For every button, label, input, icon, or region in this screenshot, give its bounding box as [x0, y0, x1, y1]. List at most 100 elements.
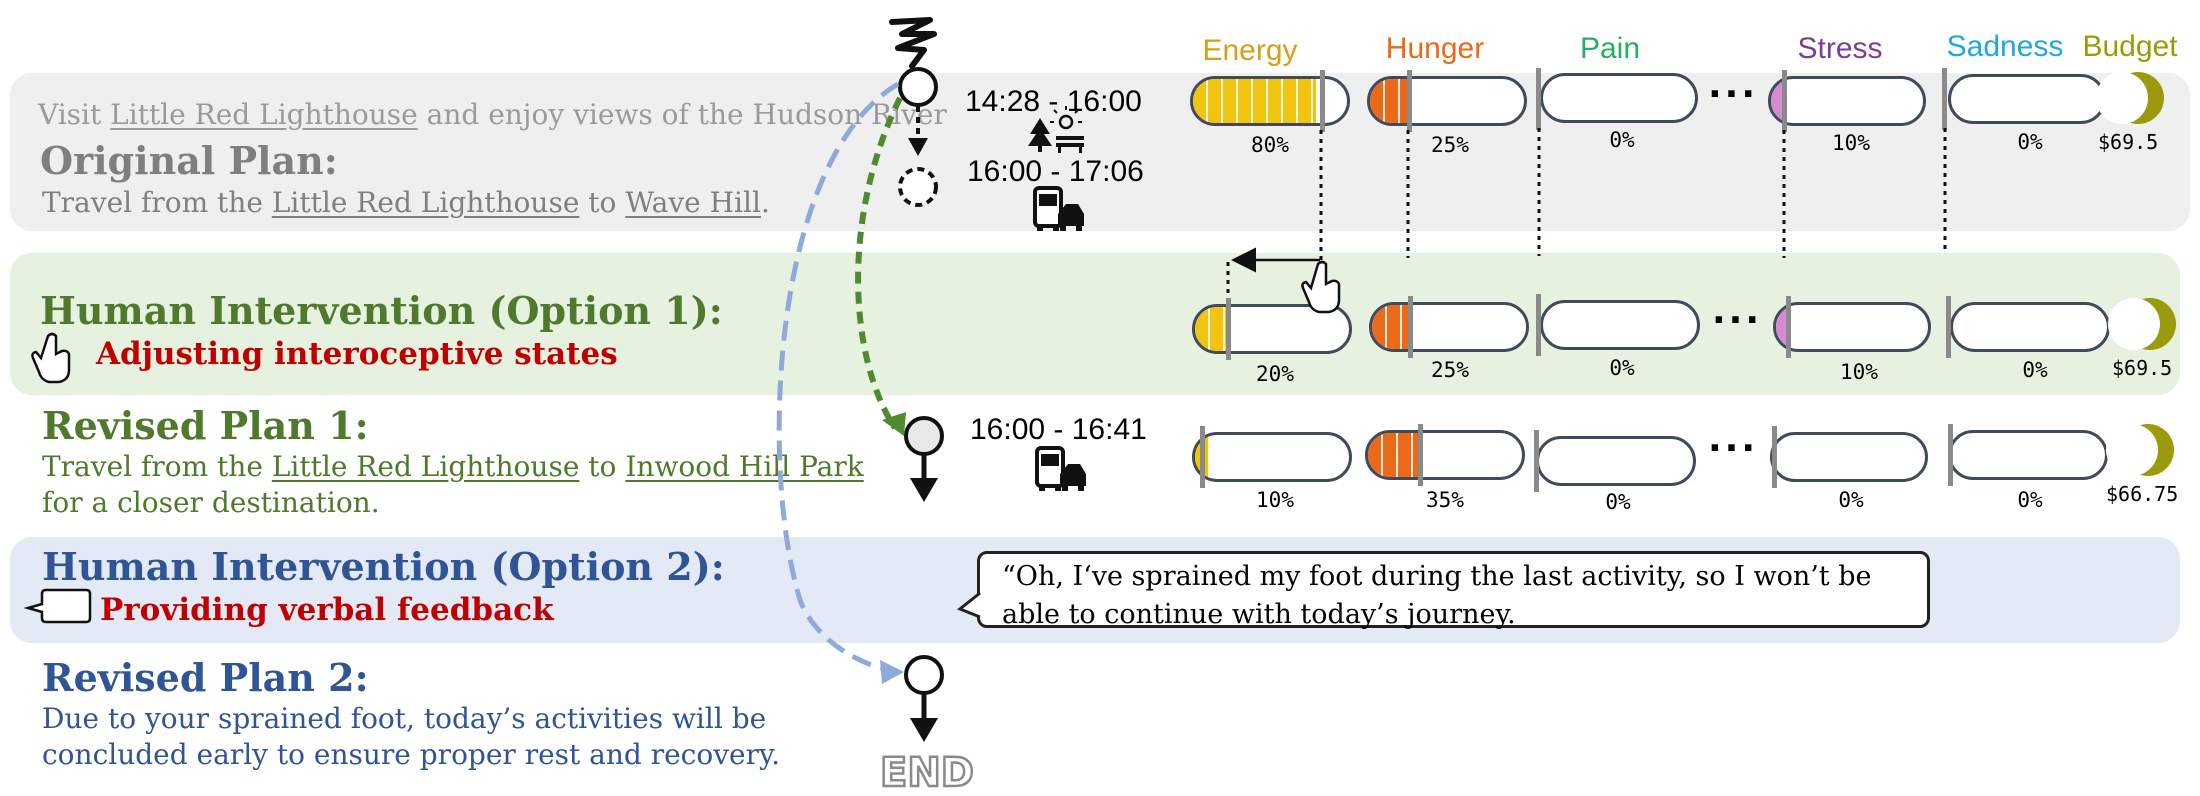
revised2-line1: Due to your sprained foot, today’s activ… — [42, 702, 767, 735]
lightning-icon — [889, 17, 937, 69]
intervention1-pain-gauge — [1540, 300, 1700, 350]
revised1-energy-gauge — [1192, 432, 1352, 482]
threshold-tick — [1536, 294, 1541, 356]
intervention1-title: Human Intervention (Option 1): — [40, 288, 723, 333]
intervention1-pain-pct: 0% — [1609, 356, 1635, 380]
original-time-2: 16:00 - 17:06 — [967, 155, 1144, 188]
sadness-label: Sadness — [1946, 30, 2064, 63]
original-pain-pct: 0% — [1609, 128, 1635, 152]
intervention1-subtitle: Adjusting interoceptive states — [96, 336, 618, 372]
original-travel-text: Travel from the Little Red Lighthouse to… — [42, 186, 770, 219]
park-icon — [1028, 106, 1084, 153]
threshold-tick — [1407, 70, 1412, 132]
original-plan-title: Original Plan: — [40, 138, 338, 183]
hand-cursor-icon — [1301, 260, 1341, 314]
option2-flow-arrowhead — [880, 660, 904, 684]
original-energy-pct: 80% — [1251, 133, 1289, 157]
threshold-tick — [1418, 424, 1423, 486]
pain-label: Pain — [1579, 32, 1641, 65]
bus-car-icon — [1035, 446, 1086, 491]
original-pain-gauge — [1540, 73, 1698, 123]
intervention1-hunger-gauge — [1369, 302, 1529, 352]
threshold-tick — [1320, 70, 1325, 132]
revised1-hunger-gauge — [1365, 430, 1525, 480]
revised1-hunger-pct: 35% — [1426, 488, 1464, 512]
original-sadness-pct: 0% — [2017, 130, 2043, 154]
revised1-budget-amount: $66.75 — [2106, 482, 2179, 506]
speech-bubble-icon — [23, 588, 92, 624]
revised2-line2: concluded early to ensure proper rest an… — [42, 738, 780, 771]
intervention1-budget-amount: $69.5 — [2112, 356, 2173, 380]
revised1-line2: for a closer destination. — [42, 486, 380, 519]
revised1-pain-pct: 0% — [1605, 490, 1631, 514]
original-energy-fill — [1193, 79, 1317, 123]
original-hunger-gauge — [1367, 76, 1527, 126]
end-label: END — [880, 750, 974, 796]
original-stress-pct: 10% — [1832, 131, 1870, 155]
threshold-tick — [1942, 68, 1947, 130]
revised1-energy-pct: 10% — [1256, 488, 1294, 512]
timeline-arrowhead — [908, 138, 928, 156]
bus-car-icon — [1033, 186, 1084, 231]
intervention1-energy-pct: 20% — [1256, 362, 1294, 386]
original-budget-amount: $69.5 — [2098, 130, 2159, 154]
revised1-title: Revised Plan 1: — [42, 403, 369, 448]
intervention1-stress-pct: 10% — [1840, 360, 1878, 384]
revised1-time: 16:00 - 16:41 — [970, 413, 1147, 446]
revised1-line1: Travel from the Little Red Lighthouse to… — [42, 450, 864, 483]
threshold-tick — [1786, 296, 1791, 358]
revised1-hunger-fill — [1368, 433, 1422, 477]
original-sadness-gauge — [1948, 74, 2106, 124]
budget-moon-icon — [2106, 424, 2174, 476]
threshold-tick — [1782, 70, 1787, 132]
revised1-stress-gauge — [1770, 432, 1928, 482]
energy-label: Energy — [1202, 34, 1298, 67]
intervention2-subtitle: Providing verbal feedback — [100, 592, 554, 628]
little-red-lighthouse-link: Little Red Lighthouse — [110, 98, 418, 131]
intervention1-hunger-pct: 25% — [1431, 358, 1469, 382]
revised1-dots: ··· — [1708, 428, 1759, 469]
original-dots: ··· — [1708, 74, 1759, 115]
intervention2-title: Human Intervention (Option 2): — [42, 544, 725, 589]
threshold-tick — [1408, 296, 1413, 358]
threshold-tick — [1200, 426, 1205, 488]
budget-moon-icon — [2108, 298, 2176, 350]
original-time-1: 14:28 - 16:00 — [965, 85, 1142, 118]
original-hunger-fill — [1370, 79, 1409, 123]
revised1-stress-pct: 0% — [1838, 488, 1864, 512]
budget-label: Budget — [2082, 30, 2178, 63]
threshold-tick — [1948, 424, 1953, 486]
timeline-node-current — [898, 67, 938, 107]
dotted-connectors — [1226, 128, 1947, 298]
revised1-sadness-pct: 0% — [2017, 488, 2043, 512]
timeline-node-planned — [898, 167, 938, 207]
intervention1-energy-gauge — [1192, 304, 1352, 354]
threshold-tick — [1534, 430, 1539, 492]
option1-flow-arrow — [855, 96, 903, 430]
intervention1-energy-fill — [1195, 307, 1226, 351]
timeline-node-revised1 — [904, 416, 944, 456]
threshold-tick — [1772, 426, 1777, 488]
intervention1-sadness-gauge — [1950, 302, 2110, 352]
intervention1-dots: ··· — [1712, 300, 1763, 341]
budget-moon-icon — [2096, 72, 2164, 124]
timeline-arrowhead — [910, 478, 938, 502]
intervention1-hunger-fill — [1372, 305, 1411, 349]
timeline-node-revised2 — [904, 655, 944, 695]
threshold-tick — [1946, 296, 1951, 358]
revised2-title: Revised Plan 2: — [42, 655, 369, 700]
hunger-label: Hunger — [1385, 32, 1485, 65]
original-visit-text: Visit Little Red Lighthouse and enjoy vi… — [38, 98, 947, 131]
stress-label: Stress — [1797, 32, 1883, 65]
verbal-feedback-quote: “Oh, I‘ve sprained my foot during the la… — [977, 551, 1930, 630]
quote-tail — [957, 591, 981, 619]
hand-pointer-icon — [31, 332, 71, 384]
threshold-tick — [1536, 68, 1541, 130]
option2-flow-arrow — [776, 81, 900, 673]
intervention1-sadness-pct: 0% — [2022, 358, 2048, 382]
timeline-arrowhead — [910, 718, 938, 742]
threshold-tick — [1226, 298, 1231, 360]
option1-flow-arrowhead — [882, 412, 906, 436]
original-hunger-pct: 25% — [1431, 133, 1469, 157]
